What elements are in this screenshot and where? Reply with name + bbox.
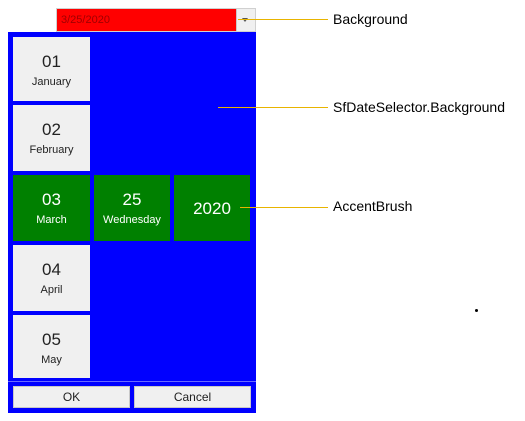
month-name: February: [29, 144, 74, 156]
day-name: Wednesday: [103, 214, 161, 226]
callout-line-background: [238, 19, 328, 20]
callout-background: Background: [333, 11, 408, 27]
day-number: 25: [122, 190, 142, 209]
decorative-dot: [475, 309, 478, 312]
month-number: 04: [42, 260, 61, 279]
callout-line-accent-brush: [240, 207, 328, 208]
dropdown-button[interactable]: [236, 9, 255, 31]
month-number: 05: [42, 330, 61, 349]
day-item-selected[interactable]: 25 Wednesday: [94, 175, 170, 241]
month-item-april[interactable]: 04 April: [13, 245, 90, 311]
month-item-march[interactable]: 03 March: [13, 175, 90, 241]
month-item-january[interactable]: 01 January: [13, 37, 90, 101]
date-value[interactable]: 3/25/2020: [61, 14, 110, 26]
month-name: March: [36, 214, 67, 226]
chevron-down-icon: [242, 18, 248, 22]
year-item-selected[interactable]: 2020: [174, 175, 250, 241]
callout-selector-background: SfDateSelector.Background: [333, 99, 505, 115]
month-name: April: [40, 284, 63, 296]
callout-line-selector-background: [218, 107, 328, 108]
ok-button[interactable]: OK: [13, 386, 130, 408]
selector-footer: OK Cancel: [8, 381, 256, 413]
month-name: January: [31, 76, 72, 88]
year-number: 2020: [193, 199, 231, 218]
month-number: 01: [42, 52, 61, 71]
date-selector: 01 January 02 February 03 March 04 April…: [8, 32, 256, 413]
cancel-button[interactable]: Cancel: [134, 386, 251, 408]
callout-accent-brush: AccentBrush: [333, 198, 413, 214]
month-number: 02: [42, 120, 61, 139]
month-item-may[interactable]: 05 May: [13, 315, 90, 378]
month-number: 03: [42, 190, 61, 209]
month-name: May: [41, 354, 62, 366]
date-picker-input[interactable]: 3/25/2020: [56, 8, 256, 32]
month-item-february[interactable]: 02 February: [13, 105, 90, 171]
